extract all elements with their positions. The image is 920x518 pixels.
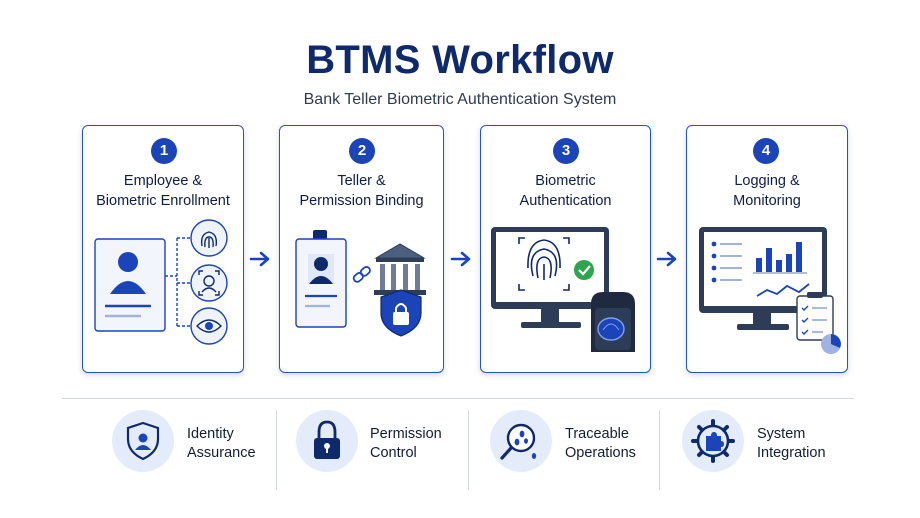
link-chain-icon <box>352 266 371 283</box>
biometric-scanner-device-icon <box>591 292 635 352</box>
padlock-icon <box>296 410 358 472</box>
arrow-right-icon <box>450 251 471 267</box>
step-card-binding: 2 Teller & Permission Binding <box>279 125 444 373</box>
step-number-badge: 2 <box>349 138 375 164</box>
feature-traceable-operations: Traceable Operations <box>565 426 636 461</box>
shield-lock-icon <box>380 289 422 337</box>
face-scan-icon <box>190 264 228 302</box>
monitoring-illustration <box>699 227 841 354</box>
section-divider <box>62 398 854 399</box>
feature-permission-control: Permission Control <box>370 426 442 461</box>
list-bullets-icon <box>711 241 742 283</box>
iris-eye-icon <box>190 307 228 345</box>
authentication-illustration <box>491 227 635 352</box>
step-card-monitoring: 4 Logging & Monitoring <box>686 125 848 373</box>
step-card-enrollment: 1 Employee & Biometric Enrollment <box>82 125 244 373</box>
step-title: Biometric Authentication <box>519 173 612 209</box>
gear-puzzle-icon <box>682 410 744 472</box>
footprints-magnifier-icon <box>490 410 552 472</box>
step-title: Employee & Biometric Enrollment <box>96 173 230 209</box>
step-title: Logging & Monitoring <box>733 173 801 209</box>
page-title: BTMS Workflow <box>306 38 614 82</box>
enrollment-illustration <box>94 219 228 345</box>
page-subtitle: Bank Teller Biometric Authentication Sys… <box>303 91 617 108</box>
monitor-icon <box>491 227 609 328</box>
id-badge-icon <box>295 230 347 328</box>
feature-system-integration: System Integration <box>757 426 826 461</box>
step-title: Teller & Permission Binding <box>299 173 424 209</box>
feature-separator <box>659 410 660 490</box>
fingerprint-icon <box>190 219 228 257</box>
step-card-authentication: 3 Biometric Authentication <box>480 125 651 373</box>
feature-identity-assurance: Identity Assurance <box>187 426 256 461</box>
clipboard-checklist-icon <box>796 292 834 341</box>
bar-chart-icon <box>753 242 807 274</box>
feature-separator <box>468 410 469 490</box>
fingerprint-scan-icon <box>518 237 570 291</box>
check-success-icon <box>574 260 594 280</box>
arrow-right-icon <box>249 251 270 267</box>
shield-person-icon <box>112 410 174 472</box>
arrow-right-icon <box>656 251 677 267</box>
step-number-badge: 4 <box>753 138 779 164</box>
feature-separator <box>276 410 277 490</box>
bank-building-icon <box>374 243 426 295</box>
binding-illustration <box>295 230 426 337</box>
pie-chart-icon <box>821 334 841 354</box>
step-number-badge: 3 <box>553 138 579 164</box>
id-profile-card-icon <box>94 238 166 332</box>
trend-line-icon <box>756 283 810 297</box>
step-number-badge: 1 <box>151 138 177 164</box>
